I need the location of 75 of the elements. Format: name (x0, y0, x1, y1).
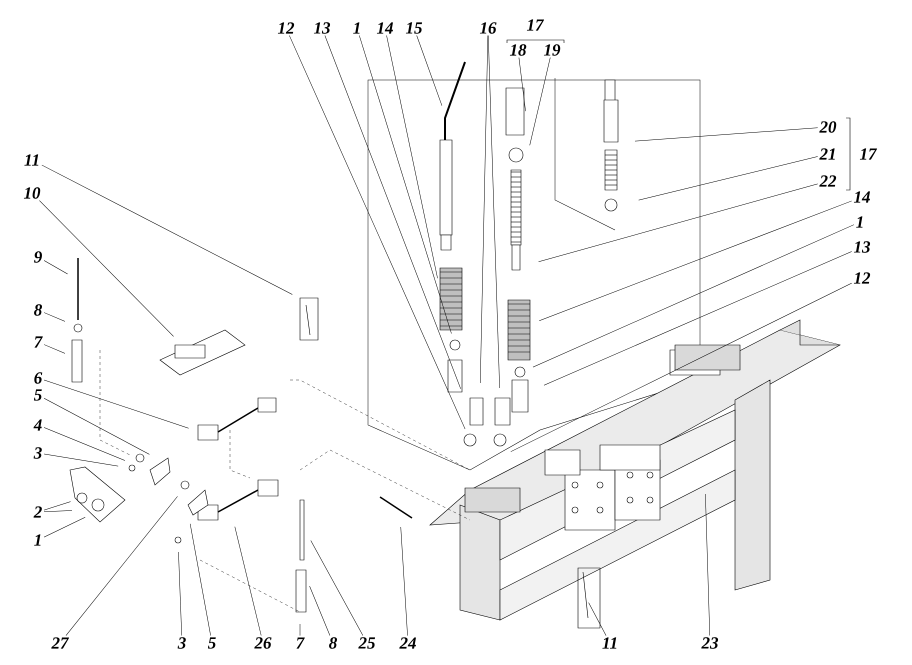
leader-line (510, 282, 852, 452)
leader-line (705, 494, 710, 636)
callout-number: 24 (399, 637, 416, 649)
callout-number: 17 (860, 148, 878, 160)
callout-number: 14 (854, 191, 870, 203)
leader-line (289, 35, 466, 430)
callout-number: 18 (510, 44, 526, 56)
leader-line (310, 540, 364, 636)
leader-line (44, 510, 72, 512)
callout-number: 19 (544, 44, 560, 56)
callout-number: 1 (856, 216, 863, 228)
leader-line (386, 35, 438, 278)
leader-line (638, 156, 818, 200)
callout-number: 12 (278, 22, 294, 34)
callout-number: 1 (353, 22, 360, 34)
callout-number: 5 (34, 389, 42, 401)
callout-number: 8 (34, 304, 42, 316)
leader-line (544, 251, 852, 386)
leader-line (488, 35, 500, 388)
leader-line (359, 35, 452, 334)
callout-number: 21 (819, 148, 835, 160)
leader-line (538, 184, 818, 262)
callout-number: 25 (358, 637, 376, 649)
leader-line (44, 260, 68, 274)
callout-number: 4 (34, 419, 42, 431)
leader-line (400, 526, 408, 636)
leader-line (324, 35, 461, 390)
leader-line (44, 427, 126, 461)
leader-line (190, 524, 211, 636)
leader-line (66, 496, 178, 636)
leader-line (42, 164, 293, 295)
leader-line (588, 602, 606, 636)
leader-line (480, 35, 488, 384)
callout-number: 8 (329, 637, 337, 649)
leader-line (416, 35, 442, 106)
leader-line (530, 57, 550, 146)
callout-number: 15 (406, 22, 422, 34)
callout-number: 9 (34, 251, 42, 263)
callout-number: 5 (208, 637, 216, 649)
leader-line (234, 526, 262, 636)
leader-line (309, 586, 330, 636)
callout-number: 17 (526, 19, 544, 31)
callout-number: 22 (819, 175, 836, 187)
callout-number: 1 (34, 534, 41, 546)
callout-number: 20 (819, 121, 836, 133)
callout-number: 7 (296, 637, 305, 649)
leader-line (532, 224, 854, 368)
callout-number: 26 (254, 637, 272, 649)
callout-number: 10 (24, 187, 40, 199)
callout-number: 11 (602, 637, 616, 649)
leader-line (44, 380, 189, 428)
callout-number: 16 (480, 22, 496, 34)
leader-line (178, 552, 182, 636)
callout-number: 3 (34, 447, 42, 459)
callout-number: 3 (178, 637, 186, 649)
leader-line (538, 200, 852, 321)
callout-number: 2 (34, 506, 42, 518)
leader-line (634, 128, 818, 142)
leader-line (44, 398, 150, 455)
leader-line (44, 454, 118, 466)
callout-number: 13 (314, 22, 330, 34)
leader-line (44, 516, 86, 538)
callout-number: 27 (51, 637, 70, 649)
callout-number: 7 (34, 336, 43, 348)
callout-number: 13 (854, 241, 870, 253)
callout-number: 11 (24, 154, 38, 166)
leader-line (44, 312, 66, 322)
leader-line (44, 501, 71, 510)
callout-number: 23 (701, 637, 718, 649)
leader-line (518, 57, 526, 112)
callout-number: 12 (854, 272, 870, 284)
leader-line (44, 344, 66, 354)
callout-number: 6 (34, 372, 42, 384)
leader-line (39, 200, 174, 337)
callout-number: 14 (376, 22, 393, 34)
